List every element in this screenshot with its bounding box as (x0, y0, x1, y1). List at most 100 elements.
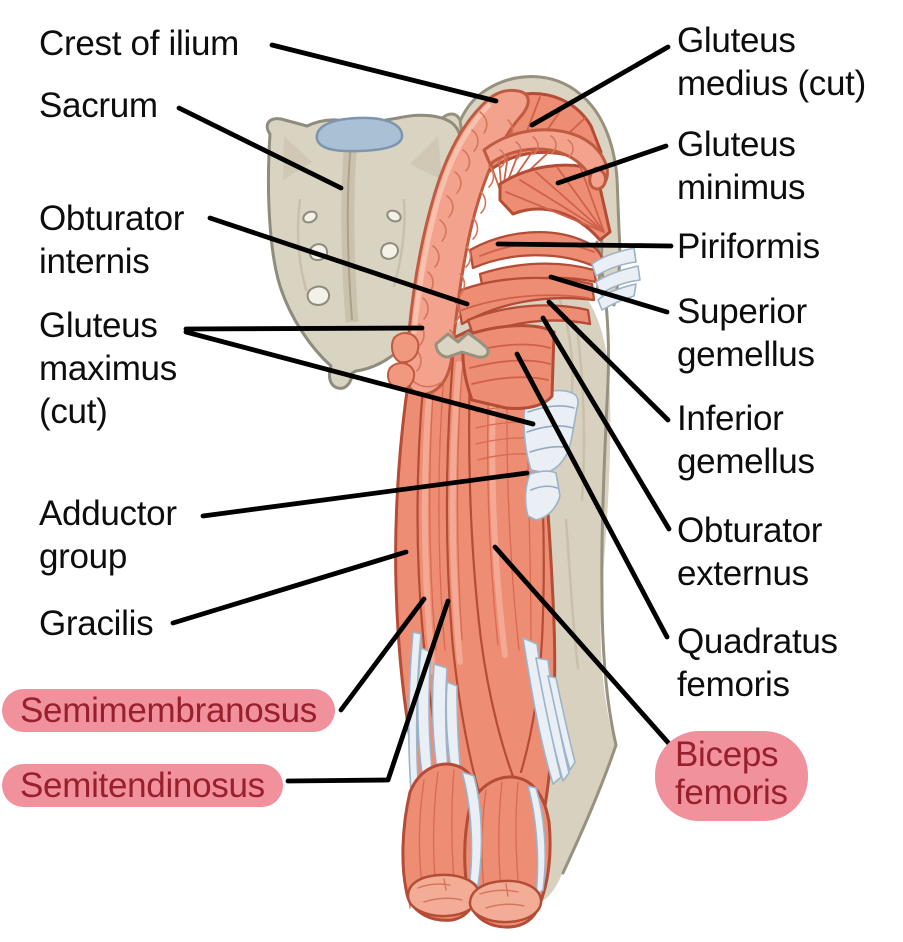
leader-obturator-externus (540, 315, 672, 532)
label-sacrum: Sacrum (39, 86, 158, 125)
band-cell-texture (472, 217, 479, 240)
tendon-stripe (527, 405, 575, 413)
biceps-tendon-fan (547, 675, 576, 771)
tendon-stripe (526, 425, 574, 433)
sacrum-ridge-line (346, 133, 353, 321)
label-semimembranosus-highlighted: Semimembranosus (2, 689, 335, 732)
hip-muscles (454, 92, 641, 410)
striation-line (505, 191, 605, 233)
striation-line (461, 294, 589, 311)
leader-adductor-group (200, 470, 530, 519)
leader-semimembranosus (338, 596, 427, 713)
striation-line (519, 179, 605, 233)
leader-gluteus-maximus-cut (183, 325, 425, 332)
gastrocnemius-cut-face (406, 873, 481, 918)
striation-line (469, 359, 551, 369)
band-cell-texture (515, 141, 522, 160)
label-gluteus-minimus: Gluteus minimus (677, 125, 806, 207)
leader-superior-gemellus (548, 274, 670, 315)
band-cell-texture (462, 149, 471, 172)
leader-inferior-gemellus (546, 299, 671, 423)
sacral-foramen (386, 209, 402, 223)
ischial-tuberosity-bone (434, 331, 490, 359)
band-cell-texture (439, 219, 447, 242)
band-highlight-edge (411, 102, 492, 335)
label-gluteus-medius-cut: Gluteus medius (cut) (677, 21, 866, 103)
band-cell-texture (471, 129, 479, 152)
leader-biceps-femoris (492, 544, 675, 750)
cut-face-crack (485, 903, 525, 909)
band-cell-texture (567, 139, 574, 158)
gastrocnemius-tendon-blade (527, 785, 546, 897)
femur-shading (564, 518, 580, 670)
striation-line (556, 166, 605, 233)
leader-quadratus-femoris (514, 351, 670, 640)
striation-line (471, 376, 549, 385)
band-cell-texture (550, 135, 557, 154)
leader-crest-of-ilium (269, 42, 499, 104)
striation-line (429, 379, 437, 651)
label-crest-of-ilium: Crest of ilium (39, 24, 240, 63)
label-quadratus-femoris: Quadratus femoris (677, 622, 838, 704)
band-cell-texture (422, 297, 429, 320)
sacral-foramen (380, 242, 400, 260)
band-cell-texture (465, 245, 472, 268)
obturator-internus-muscle (454, 276, 596, 326)
gastrocnemius-heads (401, 762, 552, 929)
leader-semitendinosus (285, 598, 451, 784)
gluteus-maximus-tendon-patch (523, 389, 579, 474)
label-inferior-gemellus: Inferior gemellus (677, 399, 815, 481)
label-gracilis: Gracilis (39, 604, 154, 643)
label-superior-gemellus: Superior gemellus (677, 292, 815, 374)
small-tendon-patch (524, 470, 561, 521)
leader-gracilis (170, 549, 409, 626)
label-obturator-externus: Obturator externus (677, 511, 823, 593)
gastrocnemius-cut-face (468, 879, 543, 924)
label-obturator-internis: Obturator internis (39, 199, 185, 281)
band-end-fold (411, 379, 443, 388)
label-semitendinosus-highlighted: Semitendinosus (2, 764, 283, 807)
cut-face-crack (417, 883, 451, 889)
band-cell-texture (454, 301, 461, 324)
gluteus-maximus-cut-band (404, 88, 530, 396)
cut-face-crack (505, 883, 509, 897)
muscle-highlight (421, 369, 436, 675)
sacral-foramen (302, 210, 318, 224)
striation-line (579, 165, 605, 233)
band-cell-texture (446, 195, 454, 218)
piriformis-muscle (468, 230, 604, 270)
sacral-foramen (306, 285, 331, 306)
cut-face-crack (423, 897, 463, 903)
band-cell-texture (454, 171, 462, 194)
leader-gluteus-maximus-cut (183, 329, 536, 427)
trochanter-tendon-fan (591, 247, 637, 277)
leader-sacrum (176, 105, 344, 191)
striation-line (456, 369, 463, 641)
knee-outline (561, 743, 618, 875)
gastrocnemius-tendon-blade (461, 771, 483, 887)
label-adductor-group: Adductor group (39, 494, 177, 576)
band-cell-texture (532, 136, 539, 155)
mid-tendon-patches (523, 389, 579, 521)
band-cell-texture (479, 111, 488, 134)
label-gluteus-maximus-cut: Gluteus maximus (cut) (39, 306, 177, 431)
biceps-separation (468, 342, 521, 794)
band-cell-texture (499, 149, 506, 168)
cut-face-crack (443, 878, 447, 891)
sacral-base-cartilage (315, 116, 404, 153)
semitendinosus-separation (445, 356, 483, 802)
leader-gluteus-minimus (555, 143, 669, 186)
band-cell-texture (459, 273, 466, 296)
sacrum-shading (410, 136, 442, 180)
leader-piriformis (495, 241, 674, 249)
leader-lines (170, 42, 675, 784)
sacrum-shading (283, 136, 312, 180)
torn-muscle-fringe (387, 362, 416, 391)
band-cell-texture (488, 165, 495, 188)
band-cell-texture (480, 191, 487, 214)
striation-line (535, 171, 605, 233)
label-piriformis: Piriformis (677, 227, 820, 266)
cut-face-crack (479, 889, 519, 895)
